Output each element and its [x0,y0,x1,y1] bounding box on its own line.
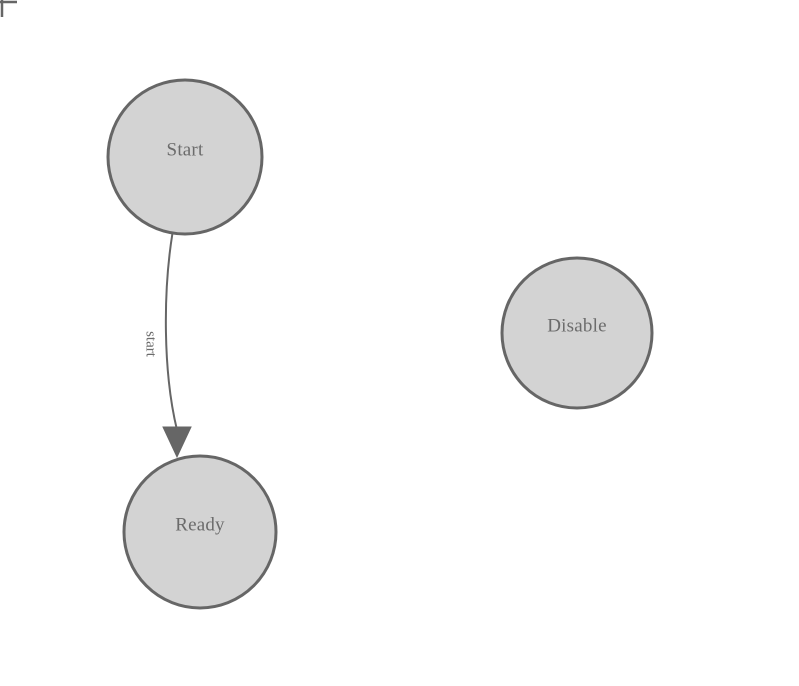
node-ready-label: Ready [175,514,225,535]
edge-start-to-ready-path [164,232,178,431]
node-ready[interactable]: Ready [122,454,278,610]
node-start-label: Start [167,139,204,160]
edge-start-to-ready[interactable]: start [143,232,192,459]
edge-start-to-ready-label: start [143,331,159,358]
edge-start-to-ready-arrowhead-icon [162,426,192,459]
node-disable-circle[interactable] [500,256,654,410]
node-ready-circle[interactable] [122,454,278,610]
edge-start-to-ready-label-group: start [143,331,159,358]
node-disable-label: Disable [547,315,606,336]
node-start-circle[interactable] [106,78,264,236]
node-disable[interactable]: Disable [500,256,654,410]
node-start[interactable]: Start [106,78,264,236]
canvas-corner-bracket [0,0,17,17]
